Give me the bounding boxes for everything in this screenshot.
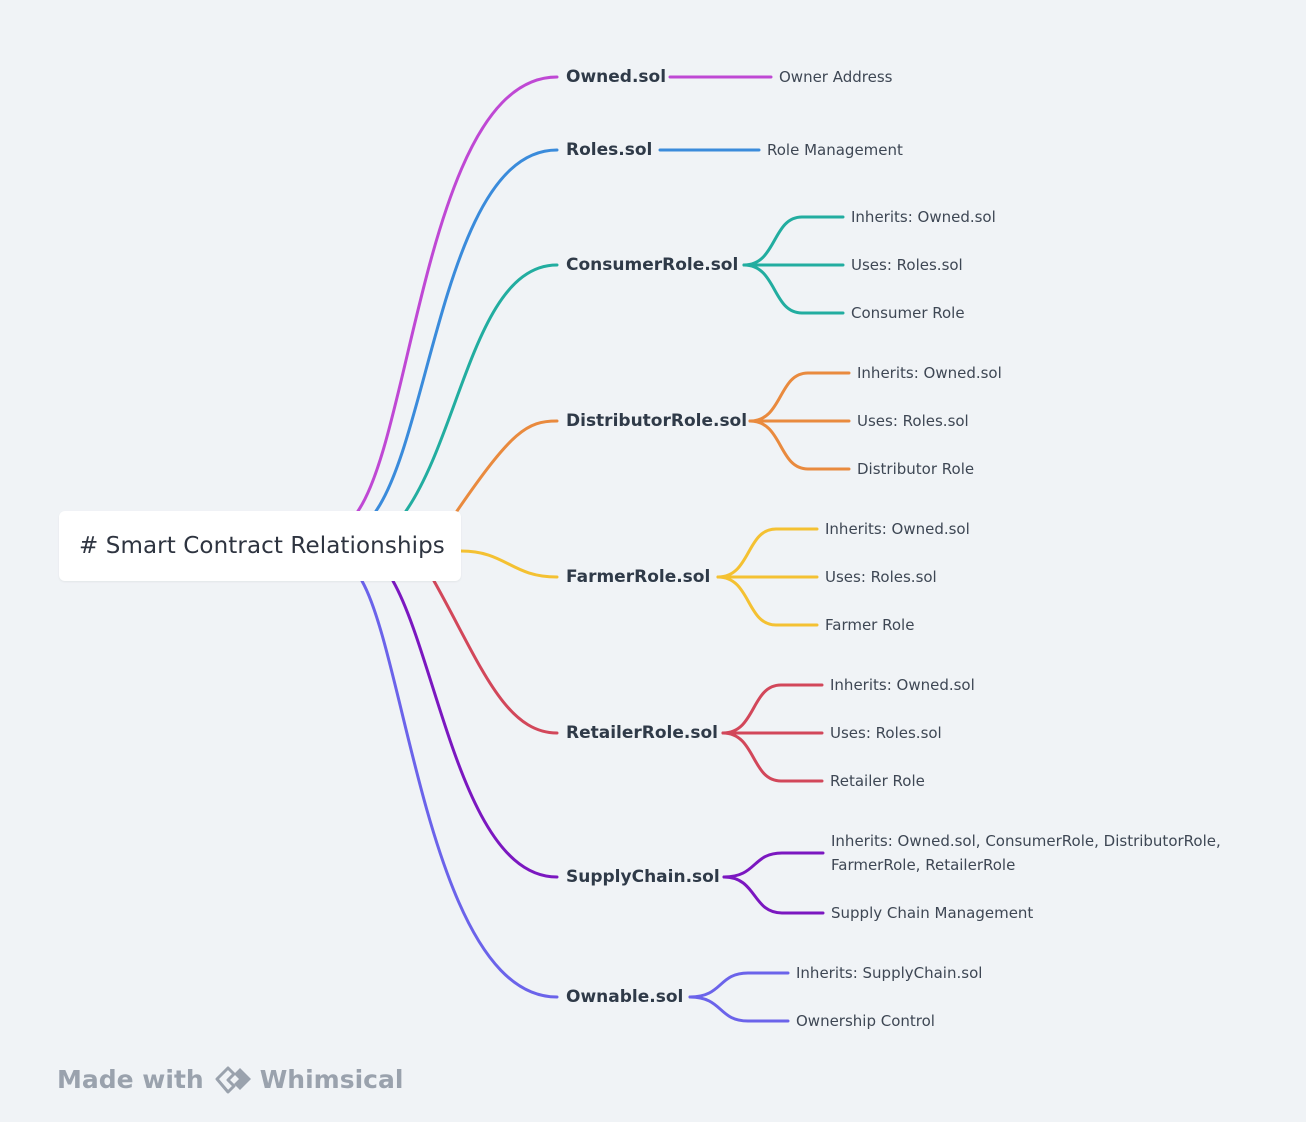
leaf-node-consumer-0[interactable]: Inherits: Owned.sol [851,208,996,226]
leaf-connector-retailer-2 [721,731,824,783]
leaf-node-retailer-0[interactable]: Inherits: Owned.sol [830,676,975,694]
made-with-text: Made with [57,1064,204,1094]
leaf-connector-consumer-0 [742,215,845,267]
branch-connector-distributor [455,419,559,513]
branch-node-distributor[interactable]: DistributorRole.sol [566,411,748,431]
leaf-node-farmer-1[interactable]: Uses: Roles.sol [825,568,937,586]
root-node[interactable]: # Smart Contract Relationships [59,511,461,581]
leaf-connector-distributor-0 [748,371,851,423]
leaf-connector-ownable-1 [688,995,790,1023]
leaf-connector-supplychain-1 [722,875,825,915]
leaf-node-roles-0[interactable]: Role Management [767,141,903,159]
leaf-node-ownable-0[interactable]: Inherits: SupplyChain.sol [796,964,983,982]
branch-connector-consumer [404,263,559,513]
leaf-connector-ownable-0 [688,971,790,999]
root-title: # Smart Contract Relationships [79,533,445,559]
branch-connector-ownable [360,579,559,999]
branch-connector-owned [356,75,559,513]
branch-connector-roles [374,148,559,513]
branch-connector-supplychain [391,579,559,879]
leaf-node-farmer-2[interactable]: Farmer Role [825,616,915,634]
branch-node-supplychain[interactable]: SupplyChain.sol [566,867,720,887]
leaf-node-supplychain-0[interactable]: Inherits: Owned.sol, ConsumerRole, Distr… [831,832,1221,874]
leaf-node-ownable-1[interactable]: Ownership Control [796,1012,935,1030]
leaf-node-supplychain-1[interactable]: Supply Chain Management [831,904,1034,922]
leaf-node-owned-0[interactable]: Owner Address [779,68,893,86]
leaf-node-retailer-2[interactable]: Retailer Role [830,772,925,790]
leaf-connector-retailer-0 [721,683,824,735]
whimsical-logo-icon [215,1066,251,1094]
branch-node-consumer[interactable]: ConsumerRole.sol [566,255,739,275]
whimsical-brand-text: Whimsical [259,1064,404,1094]
leaf-connector-farmer-2 [716,575,819,627]
branch-node-roles[interactable]: Roles.sol [566,140,653,160]
leaf-node-retailer-1[interactable]: Uses: Roles.sol [830,724,942,742]
leaf-connector-distributor-2 [748,419,851,471]
leaf-node-farmer-0[interactable]: Inherits: Owned.sol [825,520,970,538]
leaf-node-consumer-2[interactable]: Consumer Role [851,304,965,322]
leaf-connector-farmer-0 [716,527,819,579]
leaf-node-distributor-2[interactable]: Distributor Role [857,460,975,478]
branch-node-retailer[interactable]: RetailerRole.sol [566,723,718,743]
branch-node-ownable[interactable]: Ownable.sol [566,987,684,1007]
branch-connector-retailer [432,579,559,735]
leaf-node-distributor-0[interactable]: Inherits: Owned.sol [857,364,1002,382]
leaf-connector-supplychain-0 [722,851,825,879]
branch-node-farmer[interactable]: FarmerRole.sol [566,567,711,587]
footer-watermark: Made with Whimsical [57,1062,403,1096]
leaf-connector-consumer-2 [742,263,845,315]
branch-connector-farmer [459,549,559,579]
leaf-node-distributor-1[interactable]: Uses: Roles.sol [857,412,969,430]
leaf-node-consumer-1[interactable]: Uses: Roles.sol [851,256,963,274]
branch-node-owned[interactable]: Owned.sol [566,67,667,87]
